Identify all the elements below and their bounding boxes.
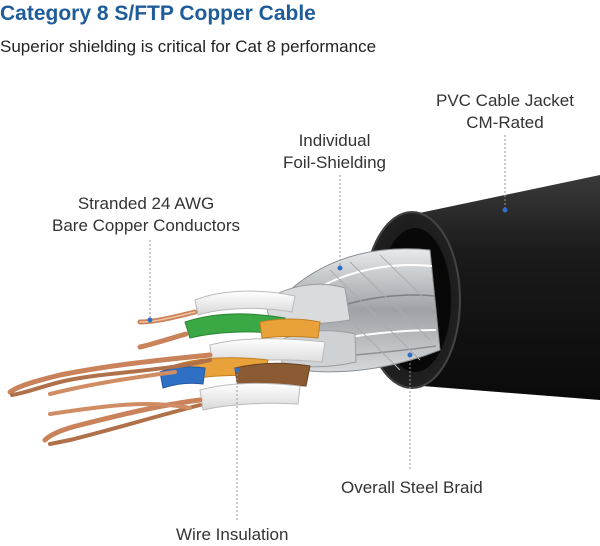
conductor-dot [147,317,153,323]
callout-jacket-line1: PVC Cable Jacket [436,91,574,110]
insulation-dot [234,367,240,373]
callout-jacket-line2: CM-Rated [466,113,544,132]
page-title: Category 8 S/FTP Copper Cable [0,2,316,25]
page-subtitle: Superior shielding is critical for Cat 8… [0,37,377,56]
callout-insulation-line1: Wire Insulation [176,525,289,544]
callout-insulation: Wire Insulation [176,524,288,546]
callout-braid-line1: Overall Steel Braid [341,478,483,497]
callout-conductors-line1: Stranded 24 AWG [77,194,215,213]
callout-foil: Individual Foil-Shielding [283,130,386,174]
callout-braid: Overall Steel Braid [341,477,483,499]
callout-conductors: Stranded 24 AWG Bare Copper Conductors [52,193,240,237]
jacket-dot [502,207,508,213]
leader-dots [147,207,508,373]
leader-lines [149,135,506,520]
braid-dot [407,352,413,358]
callout-conductors-line2: Bare Copper Conductors [52,216,241,235]
callout-foil-line1: Individual [298,131,371,150]
foil-dot [337,265,343,271]
callout-foil-line2: Foil-Shielding [283,153,386,172]
copper-conductors [7,309,213,446]
callout-jacket: PVC Cable Jacket CM-Rated [436,90,574,134]
